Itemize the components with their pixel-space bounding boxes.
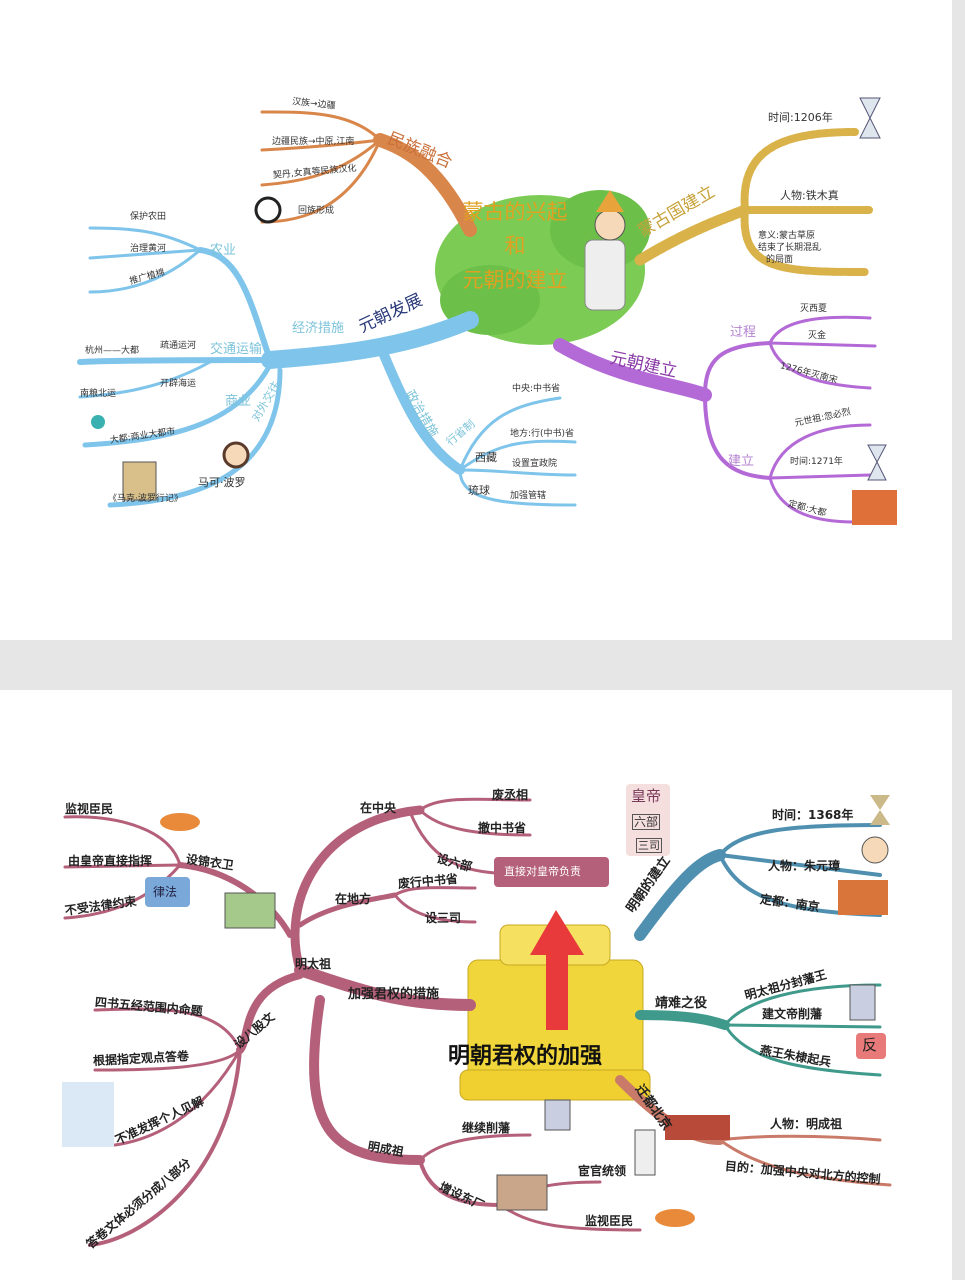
- spiral-icon: [254, 196, 282, 224]
- top-center-title: 蒙古的兴起 和 元朝的建立: [440, 195, 590, 297]
- label-transport: 交通运输: [210, 342, 263, 357]
- hierarchy-six-ministries: 六部: [632, 814, 661, 830]
- rebel-flag-icon: 反: [856, 1033, 886, 1059]
- founding-item: 时间：1368年: [772, 808, 854, 822]
- agri-item: 保护农田: [130, 212, 167, 222]
- marco-polo-icon: [222, 441, 250, 469]
- binoculars-icon-2: [655, 1209, 695, 1227]
- chengzu-item: 继续削藩: [462, 1121, 511, 1135]
- red-up-arrow-icon: [530, 910, 584, 1030]
- hierarchy-three-offices: 三司: [636, 838, 662, 853]
- jingnan-item: 建文帝削藩: [762, 1007, 823, 1021]
- province-item: 地方:行(中书)省: [510, 429, 575, 439]
- foreign-item: 马可·波罗: [198, 476, 246, 489]
- law-book-text: 律法: [153, 885, 178, 899]
- label-central: 在中央: [360, 801, 397, 815]
- east-depot-item: 监视臣民: [585, 1214, 634, 1228]
- foreign-item: 《马克·波罗行记》: [108, 494, 183, 504]
- book-icon: [122, 461, 157, 501]
- local-item: 设三司: [425, 911, 462, 925]
- central-item: 废丞相: [492, 788, 529, 802]
- agri-item: 治理黄河: [130, 244, 167, 254]
- central-item: 撤中书省: [478, 821, 527, 835]
- branch-measures: [63, 797, 642, 1247]
- province-item: 中央:中书省: [512, 384, 561, 394]
- branch-mongol-state-rope: [634, 128, 874, 276]
- zhu-yuanzhang-portrait-icon: [861, 836, 889, 864]
- transport-item: 开辟海运: [160, 379, 197, 389]
- capital-item: 人物：明成祖: [770, 1117, 843, 1131]
- title-line-2: 和: [504, 234, 526, 258]
- mongol-item: 结束了长期混乱: [758, 243, 822, 253]
- jinyiwei-item: 监视臣民: [65, 802, 114, 816]
- binoculars-icon: [160, 813, 200, 831]
- map-pin-icon: [91, 415, 105, 429]
- label-taizu: 明太祖: [295, 957, 332, 971]
- cleaver-icon: [849, 984, 876, 1021]
- essay-grid-icon: [62, 1082, 114, 1147]
- genghis-rider-icon: [584, 190, 626, 311]
- cleaver-icon-2: [544, 1099, 571, 1131]
- minzu-item: 回族形成: [298, 206, 335, 216]
- transport-item: 杭州——大都: [85, 346, 140, 356]
- nanjing-palace-icon: [838, 880, 888, 915]
- branch-label-measures: 加强君权的措施: [348, 987, 440, 1002]
- process-item: 灭西夏: [800, 304, 828, 314]
- label-tibet: 西藏: [475, 451, 497, 464]
- minzu-item: 边疆民族→中原,江南: [272, 137, 355, 147]
- branch-label-jingnan: 靖难之役: [655, 996, 708, 1011]
- branch-yuan-development: [77, 226, 577, 508]
- hourglass-icon: [870, 795, 890, 825]
- transport-item: 疏通运河: [160, 341, 197, 351]
- hourglass-icon-top-2: [867, 444, 887, 481]
- forbidden-city-icon: [665, 1115, 730, 1140]
- jinyiwei-item: 由皇帝直接指挥: [68, 854, 153, 868]
- mongol-item: 时间:1206年: [768, 111, 833, 124]
- note-box: 直接对皇帝负责: [494, 857, 609, 887]
- establish-item: 时间:1271年: [790, 457, 843, 467]
- bottom-center-title: 明朝君权的加强: [448, 1044, 603, 1069]
- label-liuqiu: 琉球: [468, 484, 490, 497]
- east-depot-building-icon: [496, 1174, 548, 1211]
- label-economy: 经济措施: [292, 321, 345, 336]
- note-text: 直接对皇帝负责: [504, 865, 581, 878]
- label-process: 过程: [730, 325, 757, 340]
- palace-icon: [224, 892, 276, 929]
- mongol-item: 意义:蒙古草原: [758, 231, 816, 241]
- title-line-1: 蒙古的兴起: [462, 200, 568, 224]
- eunuch-icon: [634, 1129, 656, 1176]
- founding-item: 人物：朱元璋: [768, 859, 841, 873]
- hierarchy-box: 皇帝 六部 三司: [626, 784, 670, 856]
- east-depot-item: 宦官统领: [578, 1164, 627, 1178]
- branch-minzu: [260, 110, 477, 237]
- label-local: 在地方: [335, 892, 372, 906]
- hierarchy-emperor: 皇帝: [631, 787, 662, 805]
- process-item: 灭金: [808, 331, 827, 341]
- mongol-item: 的局面: [766, 255, 794, 265]
- label-establish: 建立: [728, 454, 755, 469]
- label-commerce: 商业: [225, 394, 252, 409]
- label-agriculture: 农业: [210, 243, 237, 258]
- title-line-3: 元朝的建立: [462, 268, 568, 292]
- branch-yuan-founding: [553, 315, 877, 524]
- tibet-item: 设置宣政院: [512, 459, 558, 469]
- flag-text: 反: [862, 1036, 878, 1054]
- law-book-icon: 律法: [145, 877, 190, 907]
- branch-jingnan: [635, 983, 882, 1077]
- mongol-item: 人物:铁木真: [780, 189, 839, 202]
- transport-item: 南粮北运: [80, 389, 117, 399]
- dadu-palace-icon: [852, 490, 897, 525]
- throne-icon: [459, 924, 651, 1101]
- liuqiu-item: 加强管辖: [510, 491, 547, 501]
- hourglass-icon-top: [859, 97, 881, 139]
